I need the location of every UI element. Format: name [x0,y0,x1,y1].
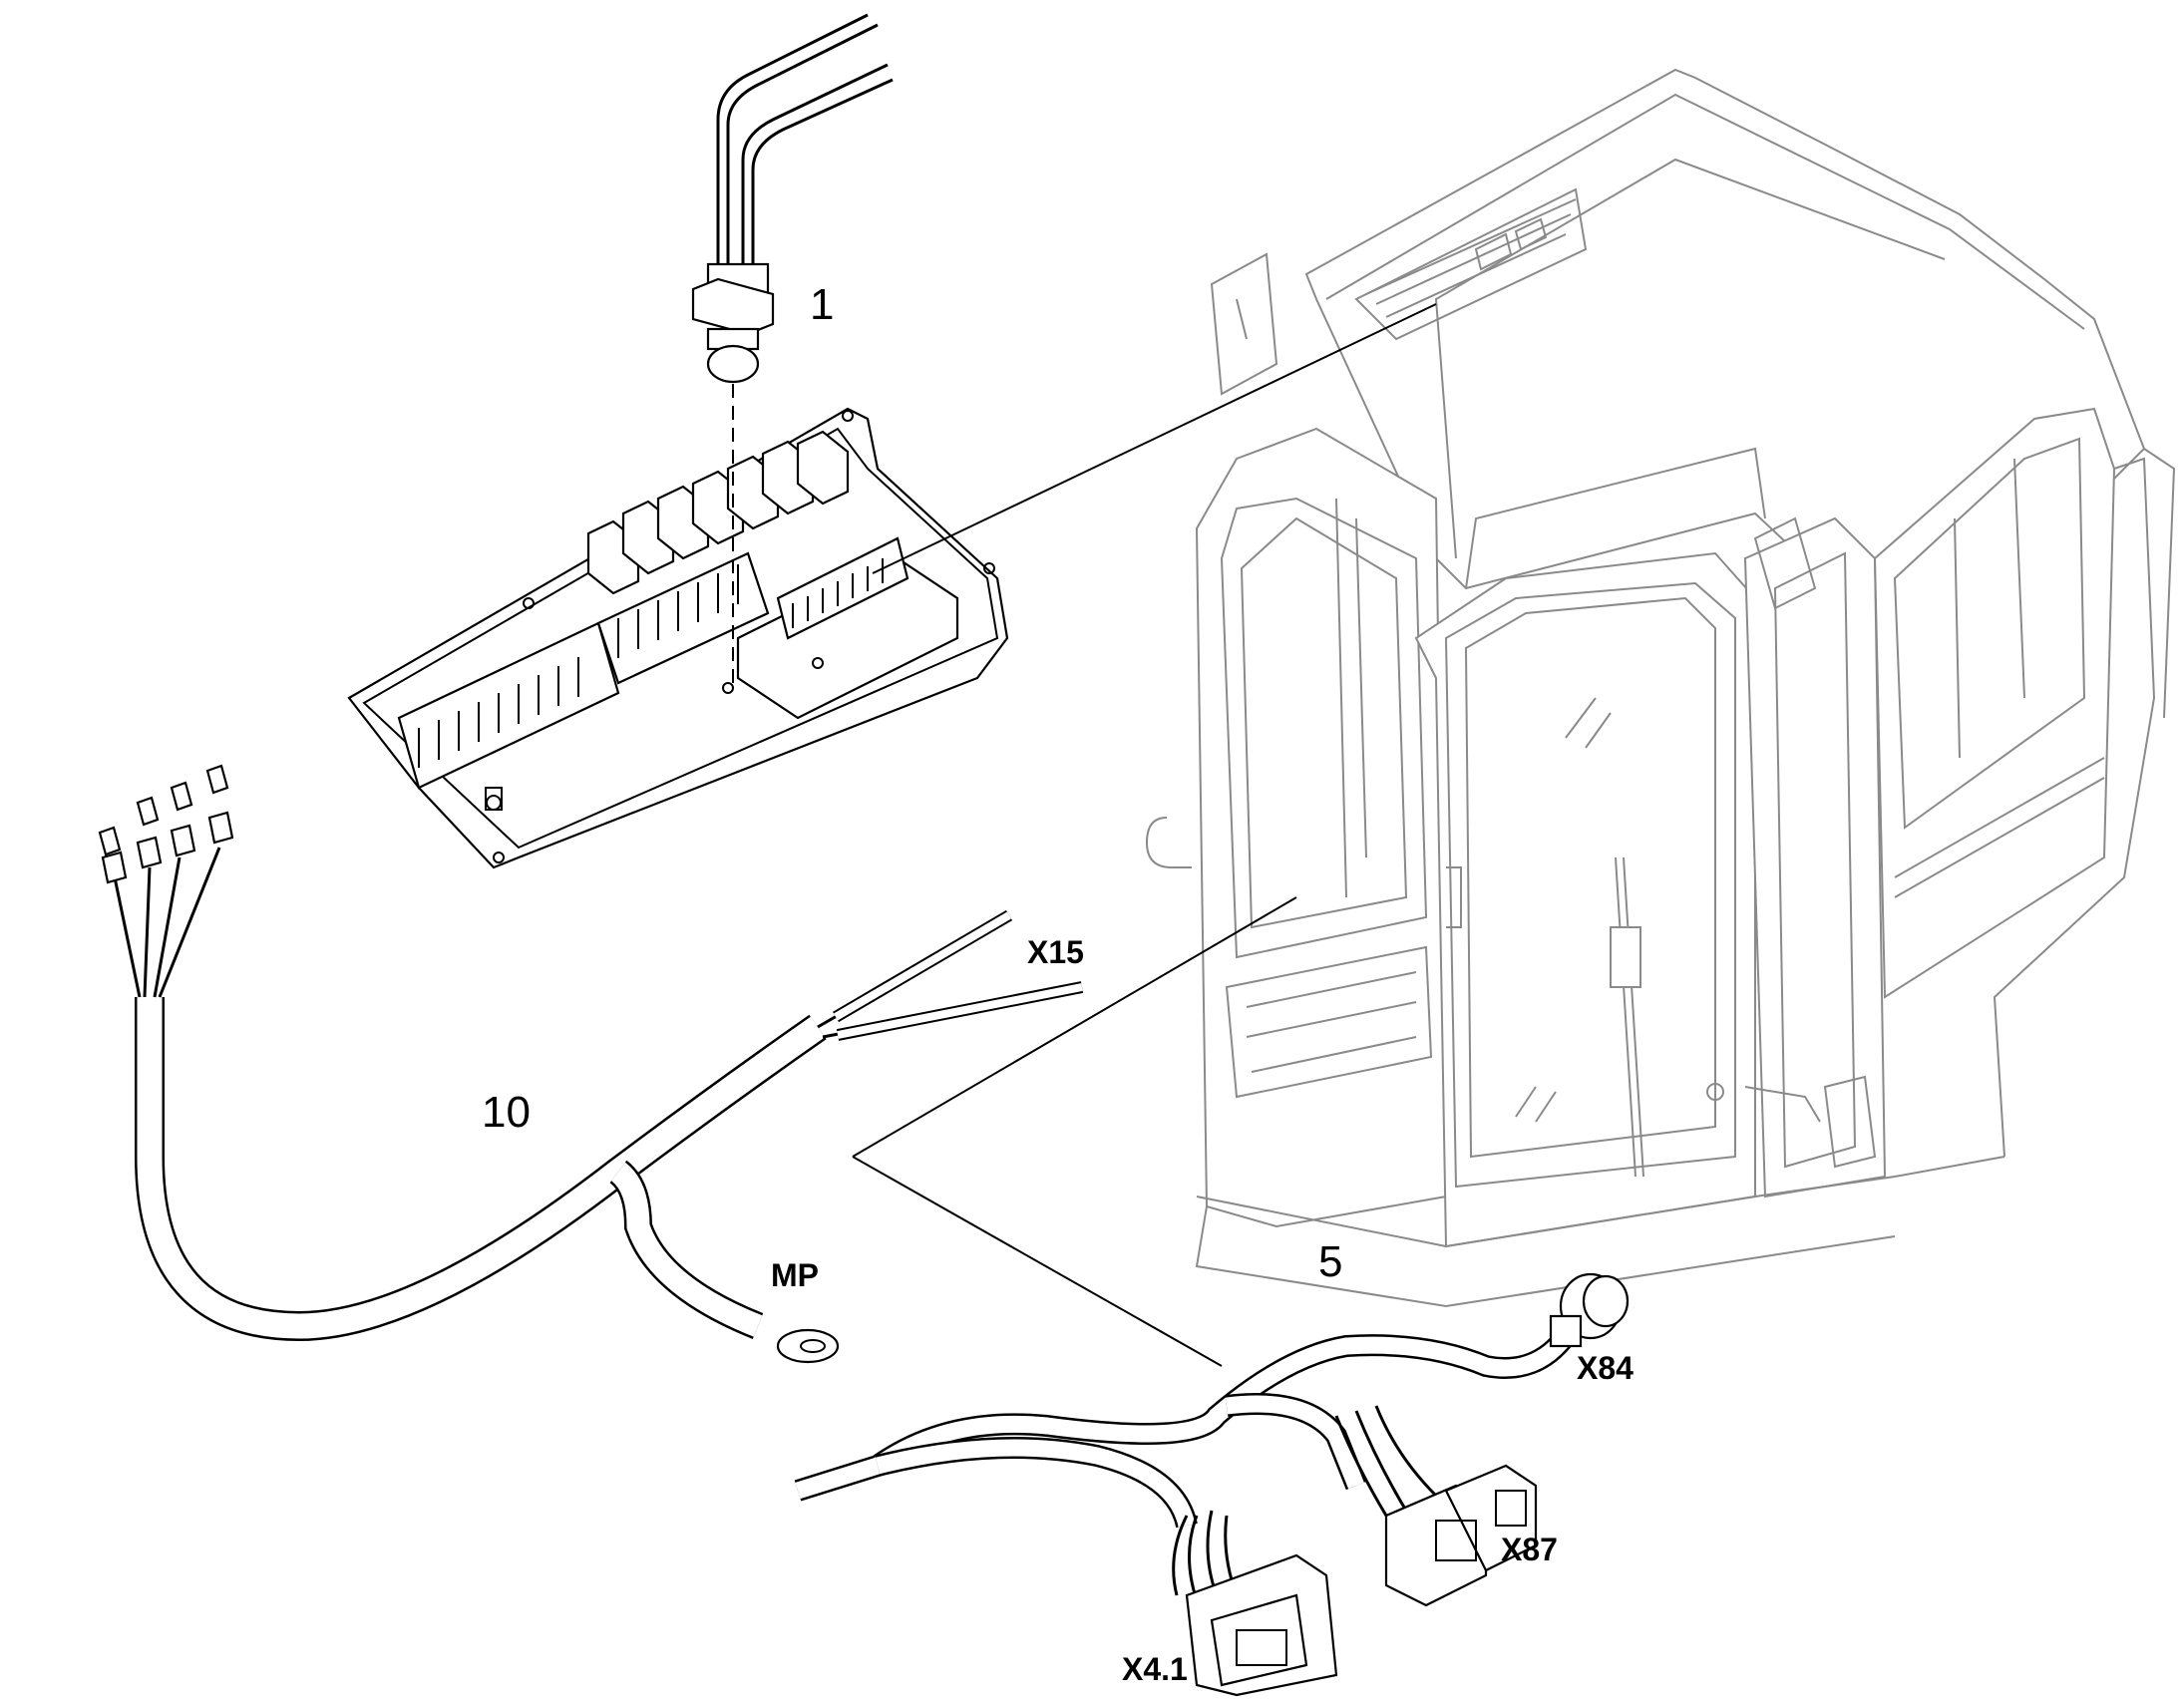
part-10-harness-drawing [98,764,1084,1364]
callout-5: 5 [1318,1237,1342,1286]
label-x84: X84 [1577,1350,1634,1386]
callout-1: 1 [810,280,834,329]
part-1-switch-drawing [691,13,894,688]
label-x4-1: X4.1 [1122,1651,1188,1687]
label-x15: X15 [1027,934,1084,970]
leader-lines [852,303,1437,1367]
label-mp: MP [771,1257,819,1293]
part-5-harness-drawing [794,1272,1630,1697]
relay-panel-drawing [347,407,1009,869]
label-x87: X87 [1501,1532,1558,1567]
callout-10: 10 [482,1088,531,1137]
cab-drawing [1145,68,2176,1308]
